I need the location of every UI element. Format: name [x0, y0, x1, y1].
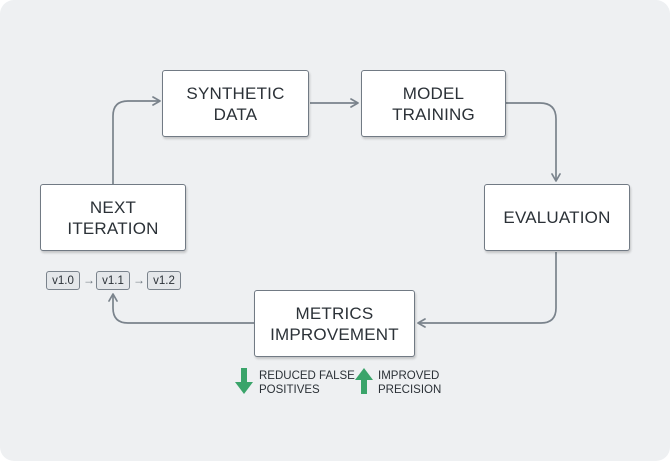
node-next-iteration-label: NEXT ITERATION: [67, 197, 159, 238]
connector-evaluation-to-metrics: [417, 252, 557, 328]
version-arrow-icon: →: [133, 273, 145, 287]
connector-training-to-evaluation: [506, 102, 561, 182]
node-evaluation: EVALUATION: [484, 184, 630, 251]
node-evaluation-label: EVALUATION: [503, 208, 611, 227]
node-model-training: MODEL TRAINING: [361, 70, 506, 137]
version-arrow-icon: →: [83, 273, 95, 287]
note-reduced-false-positives: REDUCED FALSE POSITIVES: [259, 370, 355, 396]
node-metrics-improvement-label: METRICS IMPROVEMENT: [270, 303, 399, 344]
version-tag: v1.0: [46, 271, 80, 290]
connector-next-to-synthetic: [112, 96, 161, 184]
arrow-down-icon: [235, 368, 253, 394]
node-model-training-label: MODEL TRAINING: [392, 83, 475, 124]
node-metrics-improvement: METRICS IMPROVEMENT: [254, 290, 415, 357]
arrow-up-icon: [355, 368, 373, 394]
node-synthetic-data: SYNTHETIC DATA: [162, 70, 309, 137]
version-tag: v1.1: [96, 271, 130, 290]
version-tag: v1.2: [147, 271, 181, 290]
note-improved-precision: IMPROVED PRECISION: [378, 370, 442, 396]
node-next-iteration: NEXT ITERATION: [40, 184, 186, 251]
node-synthetic-data-label: SYNTHETIC DATA: [186, 83, 285, 124]
connector-metrics-to-next: [108, 293, 254, 324]
